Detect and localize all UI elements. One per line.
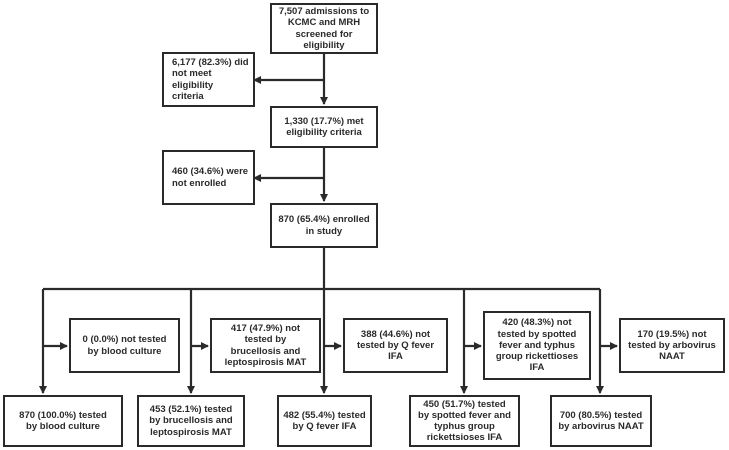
not-tested-qfever-text: 388 (44.6%) not tested by Q fever IFA — [356, 328, 435, 363]
tested-rick-text: 450 (51.7%) tested by spotted fever and … — [418, 398, 511, 444]
eligible-box: 1,330 (17.7%) met eligibility criteria — [270, 106, 378, 148]
not-eligible-text: 6,177 (82.3%) did not meet eligibility c… — [172, 57, 249, 102]
screened-box: 7,507 admissions to KCMC and MRH screene… — [270, 3, 378, 54]
not-tested-rick-text: 420 (48.3%) not tested by spotted fever … — [495, 317, 579, 374]
tested-mat-box: 453 (52.1%) tested by brucellosis and le… — [137, 395, 245, 447]
tested-mat-text: 453 (52.1%) tested by brucellosis and le… — [149, 404, 233, 438]
not-tested-qfever-box: 388 (44.6%) not tested by Q fever IFA — [343, 318, 448, 373]
not-tested-blood-box: 0 (0.0%) not tested by blood culture — [69, 318, 180, 373]
not-tested-mat-box: 417 (47.9%) not tested by brucellosis an… — [210, 318, 321, 373]
tested-blood-text: 870 (100.0%) tested by blood culture — [19, 409, 107, 432]
not-tested-rick-box: 420 (48.3%) not tested by spotted fever … — [483, 311, 591, 380]
tested-qfever-text: 482 (55.4%) tested by Q fever IFA — [283, 409, 366, 432]
enrolled-text: 870 (65.4%) enrolled in study — [278, 214, 370, 237]
enrolled-box: 870 (65.4%) enrolled in study — [270, 203, 378, 248]
tested-arbo-box: 700 (80.5%) tested by arbovirus NAAT — [550, 395, 652, 447]
not-eligible-box: 6,177 (82.3%) did not meet eligibility c… — [162, 52, 255, 107]
tested-arbo-text: 700 (80.5%) tested by arbovirus NAAT — [558, 409, 644, 432]
not-enrolled-text: 460 (34.6%) were not enrolled — [172, 166, 249, 189]
not-tested-mat-text: 417 (47.9%) not tested by brucellosis an… — [224, 323, 307, 368]
not-tested-arbo-box: 170 (19.5%) not tested by arbovirus NAAT — [619, 318, 725, 373]
screened-text: 7,507 admissions to KCMC and MRH screene… — [278, 6, 370, 51]
tested-rick-box: 450 (51.7%) tested by spotted fever and … — [409, 395, 520, 447]
not-tested-arbo-text: 170 (19.5%) not tested by arbovirus NAAT — [628, 328, 716, 363]
tested-qfever-box: 482 (55.4%) tested by Q fever IFA — [277, 395, 372, 447]
eligible-text: 1,330 (17.7%) met eligibility criteria — [284, 115, 364, 138]
tested-blood-box: 870 (100.0%) tested by blood culture — [3, 395, 123, 447]
not-enrolled-box: 460 (34.6%) were not enrolled — [162, 150, 255, 205]
not-tested-blood-text: 0 (0.0%) not tested by blood culture — [82, 334, 167, 357]
